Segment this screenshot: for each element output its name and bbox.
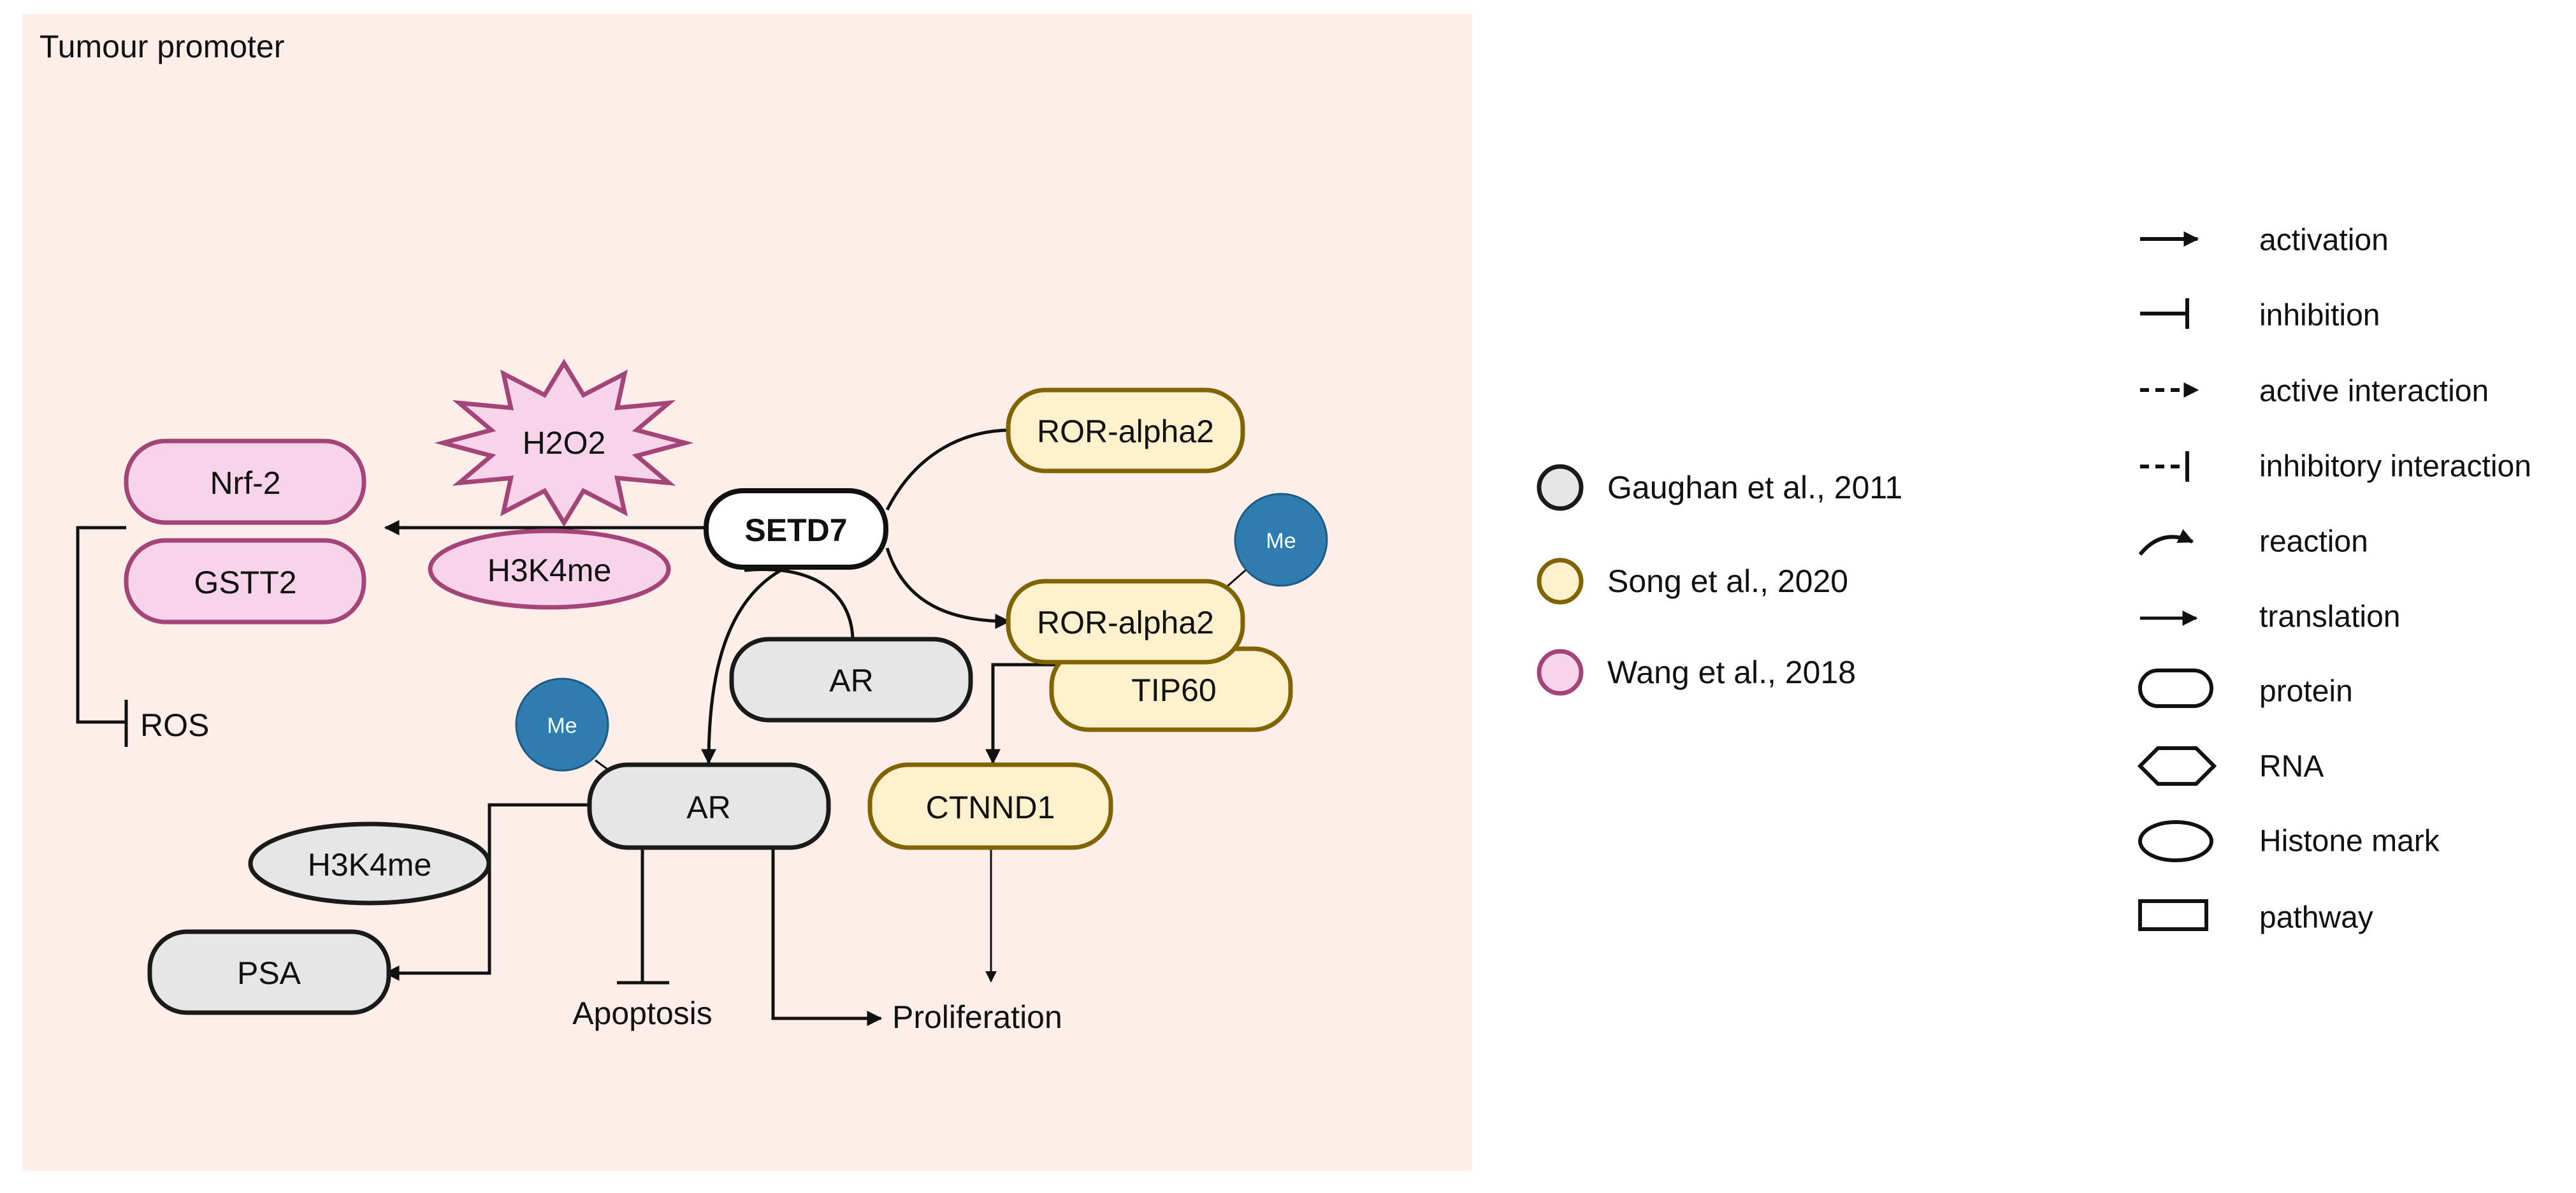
me-ar-node: Me [515, 677, 609, 772]
reference-label-gaughan: Gaughan et al., 2011 [1607, 470, 1902, 505]
rectangle-icon [2138, 899, 2208, 931]
proliferation-label: Proliferation [892, 999, 1062, 1035]
gstt2-label: GSTT2 [194, 565, 296, 600]
ar-main-label: AR [686, 790, 730, 825]
nrf2-shape [124, 438, 366, 525]
legend-label-rectangle: pathway [2259, 901, 2373, 935]
nrf2-node: Nrf-2 [124, 438, 366, 525]
setd7-label: SETD7 [744, 512, 847, 548]
h2o2-star-shape [434, 358, 694, 528]
h3k4me-top-label: H3K4me [488, 553, 612, 588]
legend-label-dashed-arrow: active interaction [2259, 375, 2489, 409]
h3k4me-top-node: H3K4me [428, 528, 671, 610]
ar-top-node: AR [729, 637, 973, 723]
panel-title: Tumour promoter [40, 29, 284, 64]
legend-label-ellipse: Histone mark [2259, 825, 2440, 858]
setd7-ror-top-curve [885, 428, 1011, 511]
legend-label-hexagon: RNA [2259, 750, 2324, 784]
psa-label: PSA [237, 955, 301, 991]
ror-alpha2-top-label: ROR-alpha2 [1037, 414, 1214, 449]
h3k4me-bottom-shape [248, 821, 491, 906]
setd7-node: SETD7 [704, 488, 888, 570]
legend-label-dashed-bar: inhibitory interaction [2259, 450, 2531, 484]
legend-label-rounded-rect: protein [2259, 675, 2353, 709]
reference-swatch-gaughan [1537, 464, 1584, 511]
ctnnd1-node: CTNND1 [867, 762, 1113, 850]
tip60-label: TIP60 [1131, 672, 1216, 708]
gstt2-shape [124, 538, 366, 625]
ror-alpha2-bottom-label: ROR-alpha2 [1037, 605, 1214, 640]
gstt2-node: GSTT2 [124, 538, 366, 625]
setd7-ror-bottom-curve [885, 547, 1011, 629]
ar-to-psa [384, 803, 590, 981]
ror-alpha2-bottom-node: ROR-alpha2 [1006, 579, 1245, 665]
ror-alpha2-bottom-shape [1006, 579, 1245, 665]
me-top-node: Me [1234, 493, 1328, 587]
h2o2-label: H2O2 [523, 425, 606, 461]
ar-to-proliferation [771, 848, 883, 1026]
ror-to-ctnnd1 [985, 663, 1057, 765]
h3k4me-bottom-label: H3K4me [308, 847, 432, 883]
nrf2-label: Nrf-2 [210, 465, 280, 501]
ros-label: ROS [140, 707, 209, 743]
ar-top-label: AR [829, 663, 873, 698]
me-top-shape [1234, 493, 1328, 587]
me-ar-shape [515, 677, 609, 772]
legend-label-inhibition-bar: inhibition [2259, 299, 2380, 333]
h3k4me-top-shape [428, 528, 671, 610]
ror-alpha2-top-shape [1006, 387, 1245, 474]
reference-label-song: Song et al., 2020 [1607, 563, 1848, 599]
rounded-rect-icon [2138, 669, 2213, 708]
ctnnd1-label: CTNND1 [926, 790, 1055, 825]
nrf2-inhibits-ros [76, 526, 126, 724]
ar-main-shape [587, 762, 831, 850]
me-ar-label: Me [547, 714, 577, 738]
reference-swatch-wang [1537, 649, 1584, 696]
apoptosis-label: Apoptosis [572, 995, 713, 1031]
ar-main-node: AR [587, 762, 831, 850]
tip60-node: TIP60 [1049, 646, 1293, 732]
curved-arrow-icon [2138, 529, 2194, 556]
psa-node: PSA [147, 929, 391, 1015]
me-top-label: Me [1266, 529, 1296, 553]
setd7-to-ar-main [701, 568, 782, 765]
symbol-legend-labels: activation inhibition active interaction in… [2259, 224, 2531, 935]
reference-swatch-song [1537, 558, 1584, 605]
ror-alpha2-top-node: ROR-alpha2 [1006, 387, 1245, 474]
ar-top-shape [729, 637, 973, 723]
legend-label-translation-arrow: translation [2259, 600, 2400, 634]
psa-shape [147, 929, 391, 1015]
connectors [76, 428, 1251, 1026]
h2o2-node: H2O2 [434, 358, 694, 528]
setd7-shape [704, 488, 888, 570]
ctnnd1-shape [867, 762, 1113, 850]
ellipse-icon [2138, 820, 2213, 862]
h3k4me-bottom-node: H3K4me [248, 821, 491, 906]
symbol-legend [2137, 231, 2217, 931]
legend-label-curved-arrow: reaction [2259, 525, 2368, 559]
reference-label-wang: Wang et al., 2018 [1607, 654, 1856, 690]
legend-label-activation-arrow: activation [2259, 224, 2389, 257]
hexagon-icon [2137, 746, 2217, 786]
